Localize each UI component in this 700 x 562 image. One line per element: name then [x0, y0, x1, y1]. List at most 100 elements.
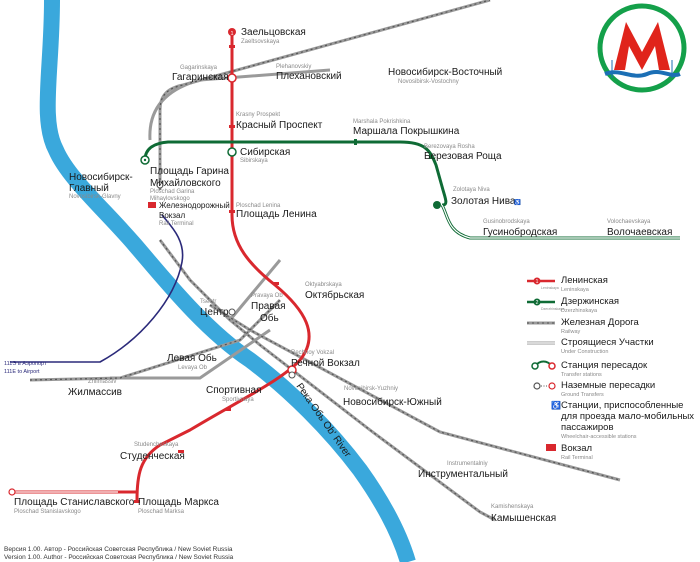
svg-text:Leninskaya: Leninskaya — [561, 287, 590, 293]
station-marksa: Площадь Маркса — [138, 497, 219, 508]
station-gagarinskaya: Гагаринская — [172, 72, 229, 83]
station-gusinobrodskaya-en: Gusinobrodskaya — [483, 219, 530, 225]
station-markers: 1 — [8, 28, 441, 503]
airport-label: 111Э в Аэропорт — [4, 361, 47, 367]
station-sibirskaya-en: Sibirskaya — [240, 158, 268, 164]
station-novosibirsk-glavny-en: Novosibirsk-Glavny — [69, 194, 121, 200]
svg-text:пассажиров: пассажиров — [561, 422, 614, 433]
svg-text:2: 2 — [536, 300, 539, 306]
station-kamyshenskaya-en: Kamishenskaya — [491, 504, 534, 510]
station-garina: Площадь Гарина — [150, 166, 229, 177]
station-rechnoy-vokzal: Речной Вокзал — [291, 358, 360, 369]
airport-bus-line — [10, 214, 184, 363]
station-marksa-en: Ploschad Marksa — [138, 509, 185, 515]
legend-transfer: Станция пересадок — [561, 360, 648, 371]
station-plekhanovsky-en: Plehanovskiy — [276, 64, 311, 70]
station-zaeltsovskaya-en: Zaeltsovskaya — [241, 39, 280, 45]
svg-text:1: 1 — [536, 279, 539, 285]
station-rail-terminal-en: Rail Terminal — [159, 221, 194, 227]
svg-text:Rail Terminal: Rail Terminal — [561, 455, 593, 461]
station-stanislavskogo: Площадь Станиславского — [14, 497, 135, 508]
svg-text:Leninskaya: Leninskaya — [541, 286, 559, 290]
station-ploshchad-lenina: Площадь Ленина — [236, 209, 317, 220]
station-volochaevskaya: Волочаевская — [607, 227, 672, 238]
station-garina-en-2: Mihaylovskogo — [150, 196, 190, 202]
legend-construction: Строящиеся Участки — [561, 337, 654, 348]
svg-text:Transfer stations: Transfer stations — [561, 372, 602, 378]
station-gagarinskaya-en: Gagarinskaya — [180, 65, 218, 71]
station-plekhanovsky: Плехановский — [276, 71, 342, 82]
svg-text:Dzerzhinskaya: Dzerzhinskaya — [561, 308, 598, 314]
station-krasny-prospekt-en: Krasny Prospekt — [236, 112, 280, 118]
station-volochaevskaya-en: Volochaevskaya — [607, 219, 651, 225]
station-levaya-ob: Левая Обь — [167, 352, 217, 364]
station-stanislavskogo-en: Ploschad Stanislavskogo — [14, 509, 81, 515]
station-berezovaya-roshcha: Березовая Роща — [424, 151, 502, 162]
station-sibirskaya: Сибирская — [240, 146, 290, 158]
station-ploshchad-lenina-en: Ploschad Lenina — [236, 203, 281, 209]
svg-text:Under Construction: Under Construction — [561, 349, 608, 355]
station-tsentr-en: Tsentr — [200, 299, 216, 305]
river-label-left: Река Обь River Ob' — [60, 14, 72, 102]
airport-label-en: 111E to Airport — [4, 369, 40, 375]
station-kamyshenskaya: Камышенская — [491, 513, 556, 524]
station-oktyabrskaya: Октябрьская — [305, 289, 364, 301]
svg-text:Railway: Railway — [561, 329, 581, 335]
station-rail-terminal: Железнодорожный — [159, 201, 230, 210]
station-novosibirsk-glavny: Новосибирск- — [69, 171, 133, 183]
svg-text:Wheelchair-accessible stations: Wheelchair-accessible stations — [561, 434, 637, 440]
station-gusinobrodskaya: Гусинобродская — [483, 226, 557, 238]
station-pravaya-ob-en: Pravaya Ob — [251, 293, 283, 299]
legend-railway: Железная Дорога — [561, 317, 640, 328]
station-oktyabrskaya-en: Oktyabrskaya — [305, 282, 342, 288]
railway-lines-dashes — [29, 0, 621, 521]
station-rechnoy-vokzal-en: Rechnoy Vokzal — [291, 350, 334, 356]
svg-text:Ground Transfers: Ground Transfers — [561, 392, 604, 398]
station-tsentr: Центр — [200, 307, 229, 318]
legend-dzerzhinskaya: Дзержинская — [561, 296, 619, 307]
legend-rail-terminal: Вокзал — [561, 443, 592, 454]
station-pravaya-ob-2: Обь — [260, 312, 279, 324]
leninskaya-line — [135, 32, 311, 501]
station-studencheskaya: Студенческая — [120, 451, 185, 462]
wheelchair-icon-legend: ♿ — [551, 400, 561, 410]
station-instrumentalny-en: Instrumentalniy — [447, 461, 488, 467]
legend-accessible: Станции, приспособленные — [561, 400, 683, 411]
station-novosibirsk-yuzhny-en: Novosibirsk-Yuzhniy — [344, 386, 398, 392]
svg-text:Dzerzhinskaya: Dzerzhinskaya — [541, 307, 564, 311]
station-zolotaya-niva-en: Zolotaya Niva — [453, 187, 490, 193]
station-zaeltsovskaya: Заельцовская — [241, 27, 306, 38]
station-novosibirsk-yuzhny: Новосибирск-Южный — [343, 396, 442, 408]
metro-logo — [597, 3, 687, 93]
station-pravaya-ob: Правая — [251, 301, 286, 312]
station-berezovaya-roshcha-en: Berezovaya Rosha — [424, 144, 475, 150]
legend: 1 Leninskaya Ленинская Leninskaya 2 Dzer… — [527, 275, 694, 461]
station-rail-terminal-2: Вокзал — [159, 211, 185, 220]
station-zolotaya-niva: Золотая Нива — [451, 196, 516, 207]
station-zhilmassiv: Жилмассив — [68, 387, 122, 398]
legend-ground-transfers: Наземные пересадки — [561, 380, 655, 391]
station-sportivnaya: Спортивная — [206, 385, 262, 396]
svg-text:для проезда мало-мобильных: для проезда мало-мобильных — [561, 411, 694, 422]
station-studencheskaya-en: Studencheskaya — [134, 442, 179, 448]
footer-version-ru: Версия 1.00. Автор - Российская Советска… — [4, 545, 233, 553]
station-novosibirsk-glavny-2: Главный — [69, 183, 109, 194]
line1-badge-top: 1 — [230, 31, 233, 37]
train-icon-legend — [546, 444, 556, 451]
dzerzhinskaya-construction-inner — [441, 204, 680, 239]
station-garina-2: Михайловского — [150, 178, 221, 189]
station-garina-en: Ploschad Garina — [150, 189, 195, 195]
station-novosibirsk-vostochny: Новосибирск-Восточный — [388, 66, 502, 78]
train-icon — [148, 202, 156, 208]
legend-leninskaya: Ленинская — [561, 275, 608, 286]
footer-version-en: Version 1.00. Author - Российская Советс… — [4, 553, 234, 561]
station-marshala-pokryshkina-en: Marshala Pokrishkina — [353, 119, 411, 125]
wheelchair-icon: ♿ — [514, 199, 521, 206]
station-levaya-ob-en: Levaya Ob — [178, 365, 208, 371]
station-krasny-prospekt: Красный Проспект — [236, 120, 323, 131]
station-novosibirsk-vostochny-en: Novosibirsk-Vostochny — [398, 79, 459, 85]
river-ob — [39, 0, 416, 562]
dzerzhinskaya-line — [143, 140, 448, 207]
station-marshala-pokryshkina: Маршала Покрышкина — [353, 126, 460, 137]
